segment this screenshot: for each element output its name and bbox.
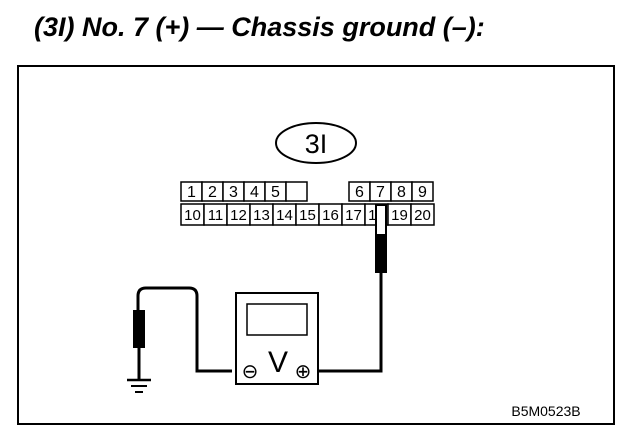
terminal-label: 13 <box>253 207 270 224</box>
probe-handle <box>133 310 145 348</box>
terminal-label: 14 <box>276 207 293 224</box>
terminal-label: 11 <box>208 207 224 224</box>
diagram-frame <box>17 65 615 425</box>
voltmeter-display <box>246 303 308 336</box>
positive-terminal-icon: ⊕ <box>295 361 312 383</box>
negative-lead-wire <box>136 286 232 373</box>
terminal-label: 6 <box>355 184 364 201</box>
connector-bottom-row: 10 11 12 13 14 15 16 17 18 19 20 <box>180 203 435 226</box>
positive-probe <box>310 204 387 373</box>
probe-tip <box>375 204 387 236</box>
terminal-label: 4 <box>250 184 259 201</box>
terminal-label: 16 <box>322 207 339 224</box>
terminal-label: 15 <box>299 207 316 224</box>
page-title: (3I) No. 7 (+) — Chassis ground (–): <box>34 12 485 42</box>
voltmeter: V ⊖ ⊕ <box>235 292 319 385</box>
terminal-label: 9 <box>418 184 427 201</box>
terminal-label: 8 <box>397 184 406 201</box>
connector-badge-label: 3I <box>305 129 328 159</box>
terminal-label: 12 <box>230 207 247 224</box>
connector-top-row: 1 2 3 4 5 6 7 8 9 <box>180 181 434 202</box>
terminal-label: 20 <box>414 207 431 224</box>
terminal-cell-empty <box>285 181 308 202</box>
terminal-label: 1 <box>187 184 196 201</box>
terminal-label: 3 <box>229 184 238 201</box>
terminal-label: 10 <box>184 207 201 224</box>
terminal-cell <box>411 181 434 202</box>
terminal-label: 5 <box>271 184 280 201</box>
negative-terminal-icon: ⊖ <box>242 361 259 383</box>
probe-handle <box>375 235 387 273</box>
voltmeter-symbol: V <box>268 346 288 379</box>
negative-probe <box>127 286 232 393</box>
terminal-label: 7 <box>376 184 385 201</box>
terminal-label: 2 <box>208 184 217 201</box>
positive-lead-wire <box>310 273 383 373</box>
terminal-label: 19 <box>391 207 408 224</box>
terminal-label: 17 <box>345 207 362 224</box>
figure-code: B5M0523B <box>511 403 580 419</box>
connector-badge <box>275 122 357 164</box>
terminal-cell <box>410 203 435 226</box>
